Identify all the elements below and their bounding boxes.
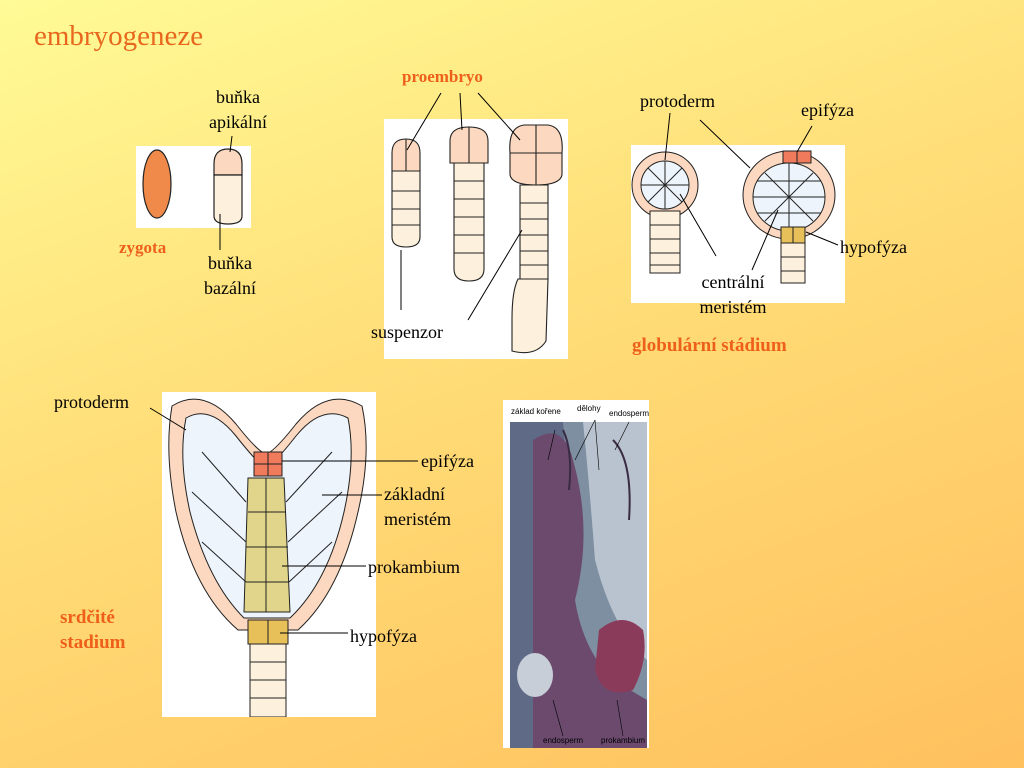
proembryo-stage-3: [509, 124, 563, 354]
slide-title: embryogeneze: [34, 20, 204, 52]
label-suspenzor: suspenzor: [371, 322, 443, 342]
label-epifyza-bottom: epifýza: [421, 451, 474, 471]
micro-label-endosperm-top: endosperm: [609, 409, 649, 418]
label-epifyza-top: epifýza: [801, 100, 854, 120]
micro-label-zaklad-korene: základ kořene: [511, 407, 561, 416]
label-proembryo: proembryo: [402, 67, 483, 86]
label-hypofyza-bottom: hypofýza: [350, 626, 417, 646]
micro-label-delohy: dělohy: [577, 404, 601, 413]
micro-label-endosperm-bottom: endosperm: [543, 736, 584, 745]
zygote-drawing: [142, 148, 243, 225]
label-zakladni-meristem: základní meristém: [384, 484, 451, 529]
label-centralni-meristem: centrální meristém: [699, 272, 767, 317]
label-prokambium: prokambium: [368, 557, 460, 577]
label-bunka-bazalni: buňka bazální: [204, 253, 256, 298]
proembryo-stage-2: [449, 126, 489, 282]
label-protoderm-bottom: protoderm: [54, 392, 129, 412]
label-protoderm-top: protoderm: [640, 91, 715, 111]
proembryo-stage-1: [391, 138, 421, 248]
apical-cell: [213, 148, 243, 176]
globular-embryo-large: [742, 150, 836, 284]
micrograph-image: [510, 419, 647, 748]
label-hypofyza-top: hypofýza: [840, 237, 907, 257]
label-zygota: zygota: [119, 238, 167, 257]
label-globularni-stadium: globulární stádium: [632, 335, 787, 356]
heart-embryo: [168, 398, 367, 717]
zygote-panel: [136, 146, 251, 228]
heart-drawing: [168, 398, 367, 717]
basal-cell: [213, 174, 243, 225]
procambium-strand: [243, 477, 291, 613]
heart-panel: [162, 392, 376, 717]
micrograph-panel: základ kořene dělohy endosperm endosperm…: [503, 400, 649, 748]
globular-embryo-small: [631, 151, 699, 274]
label-srdcite-stadium: srdčité stadium: [60, 607, 126, 653]
micro-label-prokambium: prokambium: [601, 736, 646, 745]
zygote-cell: [142, 149, 172, 219]
label-bunka-apikalni: buňka apikální: [209, 87, 267, 132]
